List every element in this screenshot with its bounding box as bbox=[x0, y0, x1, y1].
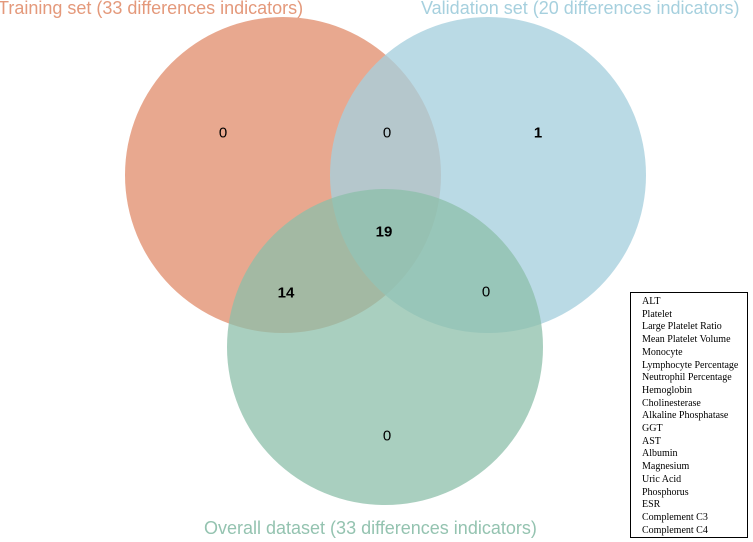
training-set-title: Training set (33 differences indicators) bbox=[0, 0, 303, 18]
legend-item: Mean Platelet Volume bbox=[642, 334, 731, 346]
training-validation-count: 0 bbox=[383, 125, 391, 142]
validation-only-count: 1 bbox=[534, 125, 542, 142]
legend-item: Albumin bbox=[642, 448, 678, 460]
overall-dataset-circle bbox=[227, 189, 543, 505]
legend-item: Lymphocyte Percentage bbox=[642, 359, 739, 371]
training-overall-count: 14 bbox=[278, 285, 295, 302]
legend-item: Neutrophil Percentage bbox=[642, 372, 732, 384]
legend-item: Hemoglobin bbox=[642, 384, 692, 396]
validation-overall-count: 0 bbox=[482, 284, 490, 301]
legend-item: Complement C4 bbox=[642, 524, 708, 536]
validation-set-title: Validation set (20 differences indicator… bbox=[421, 0, 740, 18]
overall-only-count: 0 bbox=[383, 428, 391, 445]
legend-item: Monocyte bbox=[642, 346, 683, 358]
legend-item: ESR bbox=[642, 499, 661, 511]
all-three-count: 19 bbox=[376, 224, 393, 241]
legend-item: Phosphorus bbox=[642, 486, 689, 498]
overall-dataset-title: Overall dataset (33 differences indicato… bbox=[204, 518, 537, 538]
legend-item: Large Platelet Ratio bbox=[642, 321, 722, 333]
legend-item: Magnesium bbox=[642, 461, 690, 473]
legend-item: Uric Acid bbox=[642, 473, 682, 485]
legend-item: AST bbox=[642, 435, 661, 447]
legend-item: Complement C3 bbox=[642, 511, 708, 523]
indicator-legend: ALT Platelet Large Platelet Ratio Mean P… bbox=[630, 292, 748, 538]
legend-item: Cholinesterase bbox=[642, 397, 701, 409]
legend-item: ALT bbox=[642, 296, 661, 307]
legend-item: Platelet bbox=[642, 308, 672, 320]
legend-item: Alkaline Phosphatase bbox=[642, 410, 729, 422]
legend-item: GGT bbox=[642, 423, 663, 435]
training-only-count: 0 bbox=[219, 125, 227, 142]
